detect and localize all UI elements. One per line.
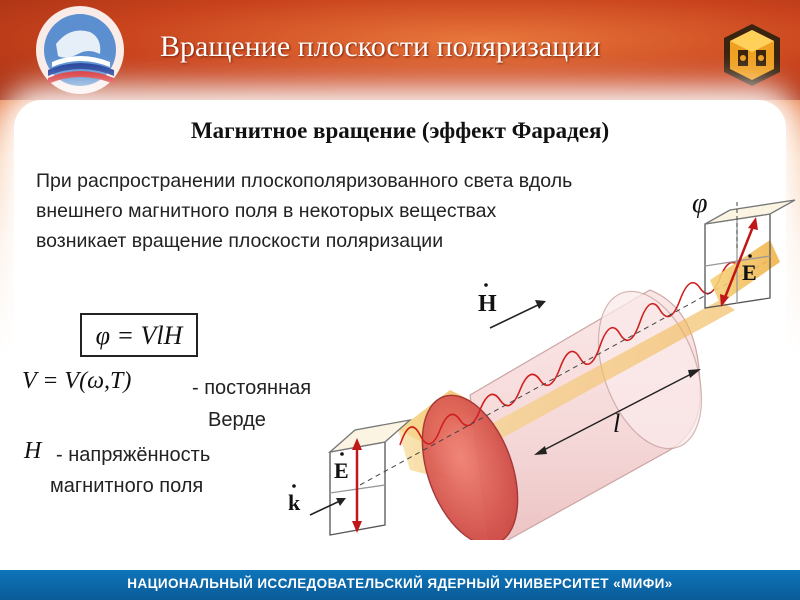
footer-bar: НАЦИОНАЛЬНЫЙ ИССЛЕДОВАТЕЛЬСКИЙ ЯДЕРНЫЙ У…	[0, 570, 800, 600]
h-arrow	[489, 303, 541, 329]
footer-text: НАЦИОНАЛЬНЫЙ ИССЛЕДОВАТЕЛЬСКИЙ ЯДЕРНЫЙ У…	[127, 576, 673, 591]
input-e-arrow-head-down	[352, 521, 362, 533]
propagation-axis	[359, 259, 771, 486]
slide-title: Вращение плоскости поляризации	[160, 30, 601, 63]
university-emblem-icon	[36, 6, 124, 94]
verdet-desc-line2: Верде	[208, 409, 266, 431]
verdet-formula: V = V(ω,T)	[22, 368, 132, 394]
label-l: l	[613, 409, 620, 438]
output-e-arrow-head	[748, 217, 758, 230]
label-k: k	[288, 490, 301, 515]
label-phi: φ	[692, 188, 708, 219]
l-arrow-head-right	[688, 369, 701, 378]
label-h: H	[478, 291, 497, 317]
vector-mark-e-out	[748, 254, 752, 258]
light-wave	[399, 261, 741, 446]
main-formula-box: φ = VlH	[80, 313, 198, 357]
verdet-desc-line1: - постоянная	[192, 377, 312, 399]
header-bar	[0, 0, 800, 100]
mifi-logo-icon	[724, 24, 780, 86]
label-e-in: E	[334, 458, 349, 483]
k-arrow	[309, 499, 343, 516]
input-e-arrow-head-up	[352, 438, 362, 450]
vector-mark-e-in	[340, 452, 344, 456]
cylinder-front-face	[421, 394, 519, 540]
slide-subtitle: Магнитное вращение (эффект Фарадея)	[190, 118, 610, 143]
l-dimension-line	[539, 371, 696, 453]
description-text: При распространении плоскополяризованног…	[36, 170, 573, 252]
vector-mark-h	[484, 283, 488, 287]
main-formula: φ = VlH	[95, 321, 183, 350]
output-e-arrow-tail	[720, 294, 729, 307]
h-symbol: H	[24, 438, 42, 464]
inner-polarization-band	[480, 300, 735, 442]
output-e-arrow	[722, 223, 756, 301]
label-e-out: E	[742, 260, 757, 285]
h-arrow-head	[535, 300, 546, 309]
h-desc-line2: магнитного поля	[50, 475, 204, 497]
h-desc-line1: - напряжённость	[56, 444, 211, 466]
k-arrow-head	[336, 498, 346, 506]
faraday-diagram: φ E H l E k	[288, 188, 796, 540]
vector-mark-k	[292, 484, 296, 488]
l-arrow-head-left	[534, 446, 547, 455]
